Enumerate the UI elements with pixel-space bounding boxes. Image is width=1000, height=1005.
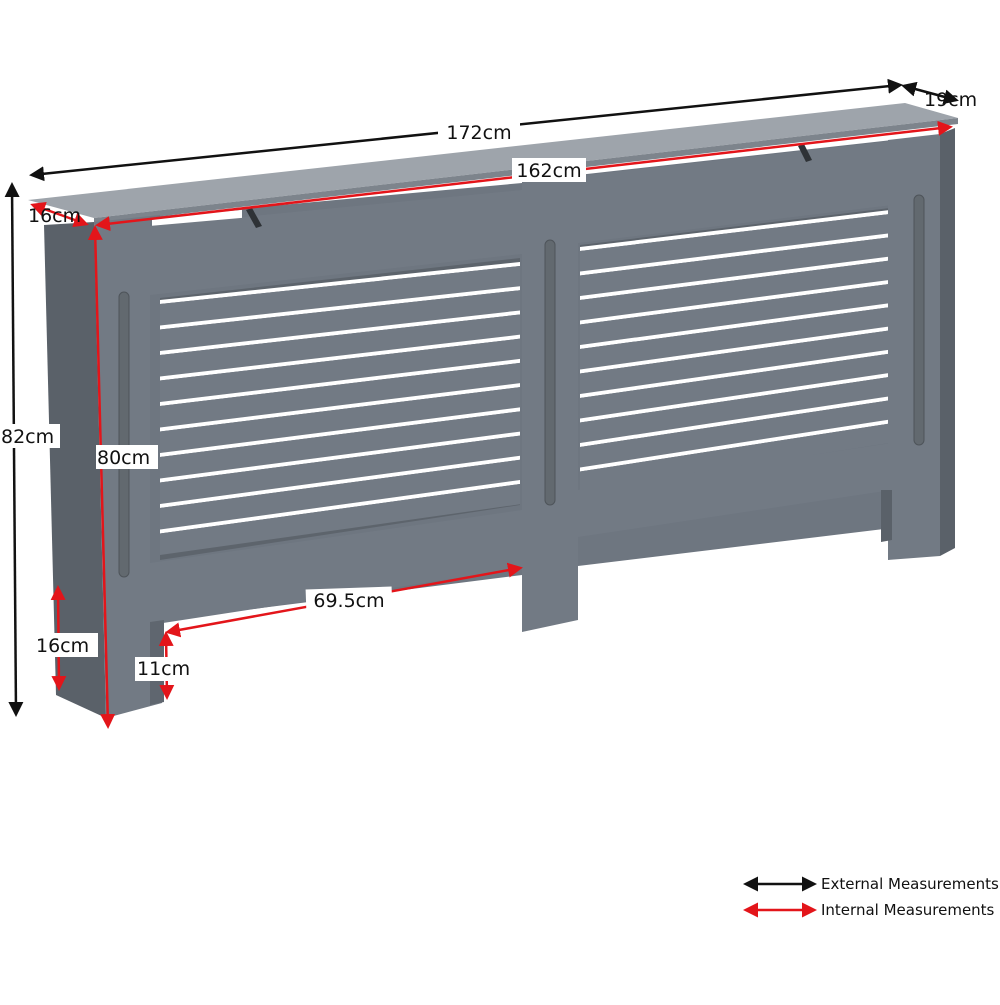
left-slat-gap (160, 262, 520, 304)
right-end-side (940, 128, 955, 556)
right-slat-gap (580, 326, 890, 374)
legend-internal-label: Internal Measurements (821, 901, 995, 919)
left-slat (160, 338, 520, 402)
left-slats (160, 262, 520, 555)
right-slat (580, 237, 890, 296)
left-slat (160, 459, 520, 530)
right-slat-gap (580, 256, 890, 300)
foot-height-label: 16cm (36, 635, 89, 657)
right-slats (580, 210, 890, 492)
right-slat-gap (580, 419, 890, 472)
legend-external-label: External Measurements (821, 875, 999, 893)
right-slat-gap (580, 396, 890, 447)
right-slat-gap (580, 279, 890, 325)
inner-height-arrow (87, 225, 116, 729)
left-slat-gap (160, 358, 520, 406)
leg-gap-height-label: 11cm (137, 658, 190, 680)
right-slat-gap (580, 372, 890, 423)
left-slat (160, 362, 520, 428)
right-slat-gap (580, 349, 890, 398)
left-slat-gap (160, 407, 520, 457)
left-slat-gap (160, 310, 520, 355)
right-slat-gap (580, 233, 890, 276)
right-slat (580, 260, 890, 321)
left-slat-gap (160, 455, 520, 508)
right-slat (580, 330, 890, 394)
inner-depth-label: 16cm (28, 205, 81, 227)
left-slat-gap (160, 383, 520, 432)
left-slat (160, 387, 520, 453)
right-back-leg (881, 490, 892, 542)
left-end-groove (118, 291, 130, 578)
right-slat (580, 423, 890, 492)
inner-height-label: 80cm (97, 447, 150, 469)
radiator-cover (28, 103, 958, 718)
left-slat (160, 266, 520, 326)
left-slat-gap (160, 480, 520, 534)
overall-height-arrow (4, 182, 24, 717)
inner-depth-arrow (30, 201, 89, 228)
legend: External Measurements Internal Measureme… (743, 875, 999, 919)
left-slat-gap (160, 334, 520, 381)
right-slat (580, 376, 890, 443)
right-bottom-rail (578, 443, 892, 537)
left-slat (160, 290, 520, 351)
overall-width-label: 172cm (446, 122, 511, 144)
left-slat (160, 435, 520, 504)
left-slat-gap (160, 286, 520, 330)
right-slat (580, 283, 890, 345)
left-slat (160, 411, 520, 479)
inner-width-label: 162cm (516, 160, 581, 182)
left-slat (160, 484, 520, 555)
right-slat (580, 400, 890, 468)
overall-height-label: 82cm (1, 426, 54, 448)
right-slat (580, 307, 890, 370)
overall-depth-label: 19cm (924, 89, 977, 111)
dimension-lines: 172cm 19cm 82cm 162cm 16cm 80cm 16cm 11c… (0, 78, 977, 729)
right-slat (580, 353, 890, 419)
right-end-groove (913, 194, 925, 446)
right-slat-gap (580, 303, 890, 349)
panel-opening-width-label: 69.5cm (313, 590, 384, 612)
left-slat (160, 314, 520, 377)
overall-depth-arrow (901, 81, 959, 105)
center-post-groove (544, 239, 556, 506)
left-slat-gap (160, 431, 520, 483)
